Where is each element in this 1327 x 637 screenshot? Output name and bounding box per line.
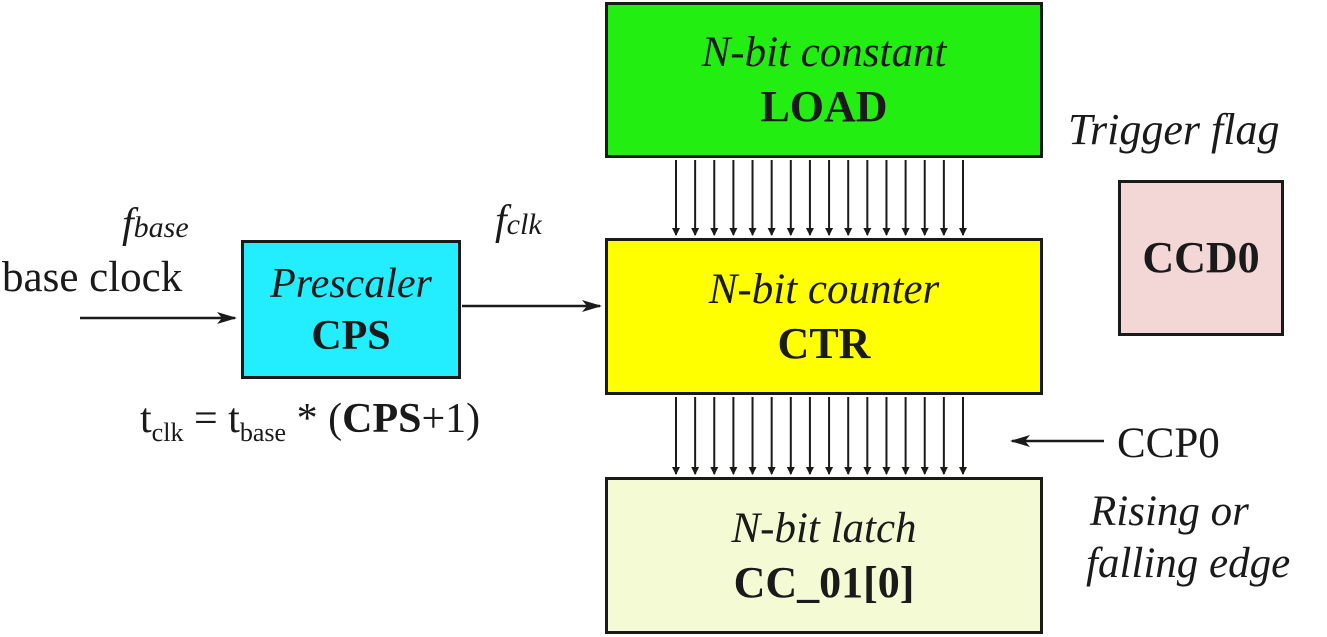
ccd0-flag-name: CCD0 bbox=[1142, 233, 1260, 282]
load-block-title: N-bit constant bbox=[701, 29, 947, 76]
base-clock-label: base clock bbox=[2, 254, 183, 301]
load-block-name: LOAD bbox=[760, 82, 888, 131]
ccp0-signal-label: CCP0 bbox=[1117, 420, 1220, 467]
latch-block: N-bit latch CC_01[0] bbox=[605, 477, 1043, 634]
latch-block-name: CC_01[0] bbox=[733, 557, 915, 607]
ccd0-flag-block: CCD0 bbox=[1118, 180, 1284, 336]
load-constant-block: N-bit constant LOAD bbox=[605, 2, 1043, 158]
prescaler-formula: tclk = tbase * (CPS+1) bbox=[140, 396, 481, 448]
prescaler-block-name: CPS bbox=[311, 312, 391, 359]
fclk-label: fclk bbox=[495, 198, 542, 244]
trigger-flag-caption: Trigger flag bbox=[1068, 105, 1280, 154]
latch-block-title: N-bit latch bbox=[731, 504, 917, 552]
counter-block-name: CTR bbox=[777, 318, 871, 368]
edge-caption-line1: Rising or bbox=[1090, 488, 1249, 535]
edge-caption-line2: falling edge bbox=[1086, 540, 1291, 587]
load-to-counter-bus bbox=[672, 160, 967, 236]
prescaler-block: Prescaler CPS bbox=[241, 240, 461, 379]
counter-block-title: N-bit counter bbox=[708, 265, 940, 313]
fbase-label: fbase bbox=[122, 201, 189, 247]
counter-block: N-bit counter CTR bbox=[605, 238, 1043, 395]
counter-to-latch-bus bbox=[672, 397, 967, 475]
prescaler-block-title: Prescaler bbox=[270, 260, 432, 307]
